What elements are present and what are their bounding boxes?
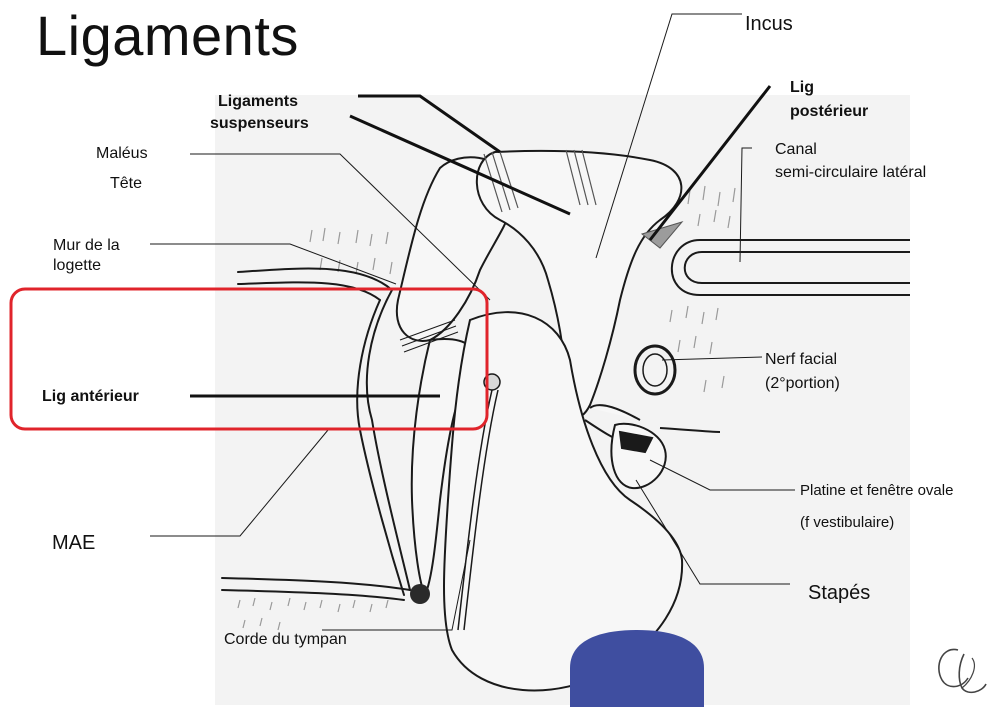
label-stapes: Stapés [808, 581, 870, 606]
lateral-semicircular-canal [672, 240, 910, 295]
label-tete: Tête [110, 174, 142, 194]
label-incus: Incus [745, 12, 793, 37]
page-title: Ligaments [36, 8, 299, 64]
label-canal-2: semi-circulaire latéral [775, 163, 926, 183]
label-mae: MAE [52, 531, 95, 556]
blue-shape [570, 630, 704, 707]
label-nerf-facial-2: (2°portion) [765, 374, 840, 394]
label-mur-1: Mur de la [53, 236, 120, 256]
label-canal-1: Canal [775, 140, 817, 160]
label-mur-2: logette [53, 256, 101, 276]
label-lig-posterieur-2: postérieur [790, 102, 868, 122]
label-platine-1: Platine et fenêtre ovale [800, 482, 953, 501]
facial-nerve [635, 346, 675, 394]
label-corde-du-tympan: Corde du tympan [224, 630, 347, 650]
label-ligaments-suspenseurs-2: suspenseurs [210, 114, 309, 134]
label-lig-posterieur-1: Lig [790, 78, 814, 98]
chorda-end [410, 584, 430, 604]
label-nerf-facial-1: Nerf facial [765, 350, 837, 370]
label-lig-anterieur: Lig antérieur [42, 387, 139, 407]
label-maleus: Maléus [96, 144, 148, 164]
signature-logo [928, 636, 992, 700]
label-platine-2: (f vestibulaire) [800, 514, 894, 533]
label-ligaments-suspenseurs-1: Ligaments [218, 92, 298, 112]
